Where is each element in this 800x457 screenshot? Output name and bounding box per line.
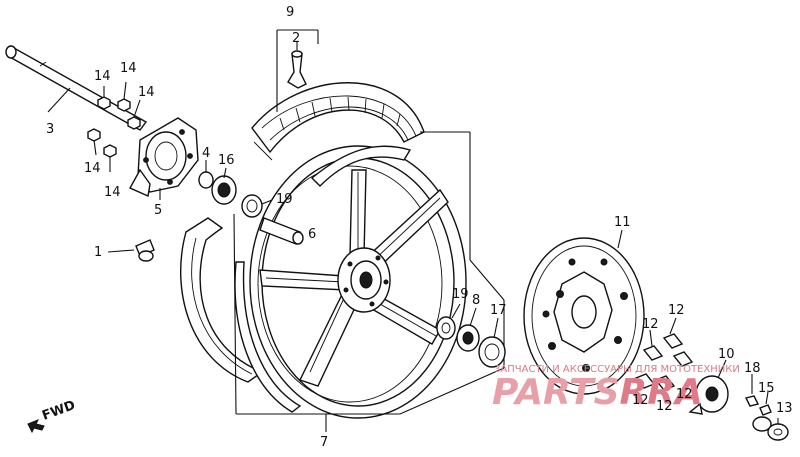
label-14: 14 (94, 69, 111, 84)
cast-wheel (233, 131, 505, 432)
label-11: 11 (614, 215, 631, 230)
forward-direction-indicator: FWD (27, 398, 78, 434)
valve-stem (287, 42, 307, 89)
label-14: 14 (84, 161, 101, 176)
fwd-label: FWD (40, 398, 77, 424)
label-12: 12 (642, 317, 659, 332)
label-1: 1 (94, 245, 102, 260)
watermark-caption: ЗАПЧАСТИ И АКСЕССУАРЫ ДЛЯ МОТОТЕХНИКИ (494, 364, 740, 375)
axle-nuts (87, 81, 141, 172)
watermark-brand: PARTSRRA (492, 372, 703, 413)
label-19: 19 (452, 287, 469, 302)
label-14: 14 (138, 85, 155, 100)
label-14: 14 (120, 61, 137, 76)
label-13: 13 (776, 401, 793, 416)
label-19: 19 (276, 192, 293, 207)
label-10: 10 (718, 347, 735, 362)
brake-disc (523, 229, 645, 395)
left-hub-parts (198, 160, 304, 245)
speedometer-gearbox (129, 117, 199, 200)
right-hub-parts (436, 303, 506, 368)
label-3: 3 (46, 122, 54, 137)
label-7: 7 (320, 435, 328, 450)
label-2: 2 (292, 31, 300, 46)
part-labels: 9 2 14 14 14 3 14 14 4 16 19 6 5 1 19 8 … (46, 5, 793, 450)
disc-bolts (634, 317, 694, 391)
label-4: 4 (202, 146, 210, 161)
label-12: 12 (668, 303, 685, 318)
label-15: 15 (758, 381, 775, 396)
label-14: 14 (104, 185, 121, 200)
label-6: 6 (308, 227, 316, 242)
label-12: 12 (676, 387, 693, 402)
label-12: 12 (656, 399, 673, 414)
label-16: 16 (218, 153, 235, 168)
fwd-arrow-icon (27, 419, 45, 434)
tire (251, 29, 425, 161)
collar-assembly (688, 359, 789, 441)
watermark: ЗАПЧАСТИ И АКСЕССУАРЫ ДЛЯ МОТОТЕХНИКИ PA… (492, 364, 740, 413)
bolt (107, 239, 155, 262)
label-8: 8 (472, 293, 480, 308)
label-17: 17 (490, 303, 507, 318)
label-9: 9 (286, 5, 294, 20)
label-12: 12 (632, 393, 649, 408)
label-5: 5 (154, 203, 162, 218)
front-axle (5, 45, 148, 131)
watermark-brand-tail: RRA (620, 372, 703, 413)
label-18: 18 (744, 361, 761, 376)
